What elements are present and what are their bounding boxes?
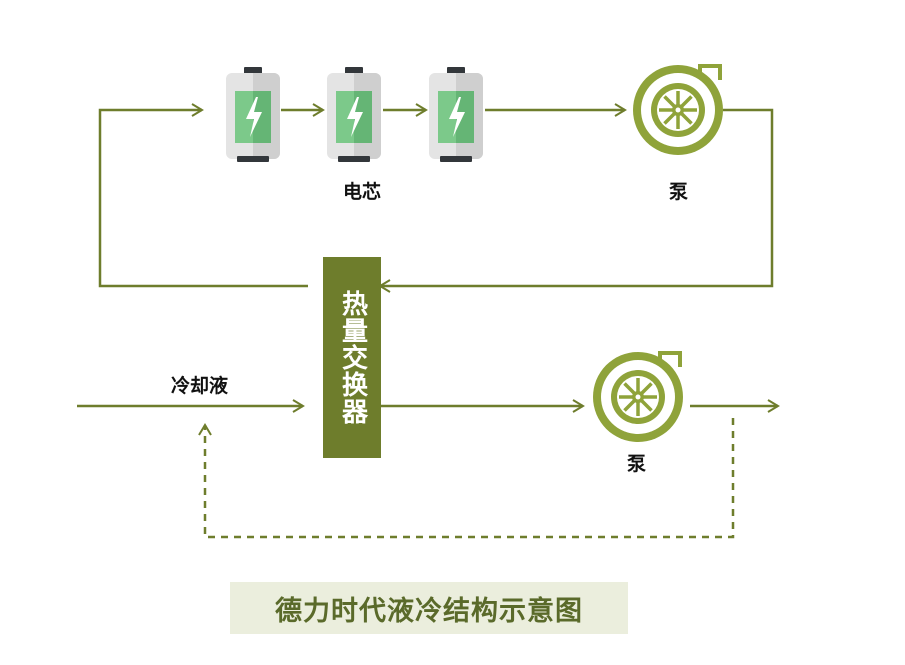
- recirculation-dashed-line: [198, 418, 735, 539]
- battery-charging-icon: [429, 67, 483, 162]
- diagram-title: 德力时代液冷结构示意图: [275, 595, 583, 627]
- pump-turbine-icon: [591, 349, 685, 444]
- battery-charging-icon: [226, 67, 280, 162]
- pump-outlet-line: [378, 108, 774, 293]
- pump-turbine-icon: [631, 62, 725, 157]
- return-line: [98, 103, 308, 288]
- pump-bottom-label: 泵: [627, 453, 647, 475]
- pump-top-label: 泵: [669, 181, 689, 203]
- battery-loop: [98, 103, 774, 293]
- heat-exchanger: 热量交换器: [323, 257, 381, 458]
- coolant-loop: [77, 399, 780, 539]
- cell-label: 电芯: [343, 181, 382, 203]
- battery-charging-icon: [327, 67, 381, 162]
- coolant-label: 冷却液: [171, 375, 229, 397]
- title-banner: 德力时代液冷结构示意图: [230, 582, 628, 634]
